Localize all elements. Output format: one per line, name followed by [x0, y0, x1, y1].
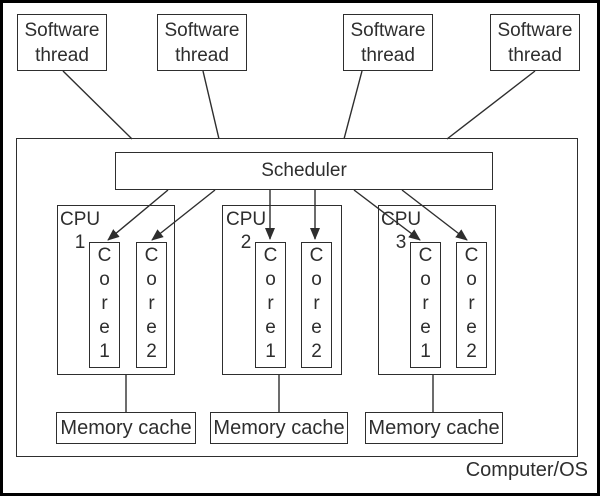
cpu-number: 2: [240, 232, 252, 253]
cpu3-core1-box: C o r e 1: [410, 242, 441, 368]
computer-os-box: [16, 138, 578, 457]
thread1-to-computer-line: [62, 70, 133, 140]
thread3-to-computer-line: [343, 70, 363, 140]
cpu-label-1: CPU 1: [60, 208, 100, 254]
thread4-to-computer-line: [446, 70, 536, 140]
cpu3-core2-box: C o r e 2: [456, 242, 487, 368]
cpu-number: 3: [395, 232, 407, 253]
scheduler-box: Scheduler: [115, 152, 493, 190]
cpu1-core2-box: C o r e 2: [136, 242, 167, 368]
software-thread-box-1: Software thread: [17, 14, 107, 71]
memory-cache-box-1: Memory cache: [56, 412, 196, 444]
software-thread-box-4: Software thread: [490, 14, 580, 71]
cpu-box-2: [222, 205, 342, 375]
computer-os-label: Computer/OS: [465, 459, 588, 481]
cpu-number: 1: [74, 232, 86, 253]
cpu-name: CPU: [226, 209, 267, 230]
cpu2-core1-box: C o r e 1: [255, 242, 286, 368]
cpu-name: CPU: [381, 209, 422, 230]
cpu1-core1-box: C o r e 1: [89, 242, 120, 368]
cpu2-core2-box: C o r e 2: [301, 242, 332, 368]
memory-cache-box-2: Memory cache: [210, 412, 348, 444]
memory-cache-box-3: Memory cache: [365, 412, 503, 444]
thread2-to-computer-line: [202, 70, 220, 140]
cpu-name: CPU: [60, 209, 101, 230]
cpu-label-2: CPU 2: [226, 208, 266, 254]
software-thread-box-3: Software thread: [343, 14, 433, 71]
software-thread-box-2: Software thread: [157, 14, 247, 71]
